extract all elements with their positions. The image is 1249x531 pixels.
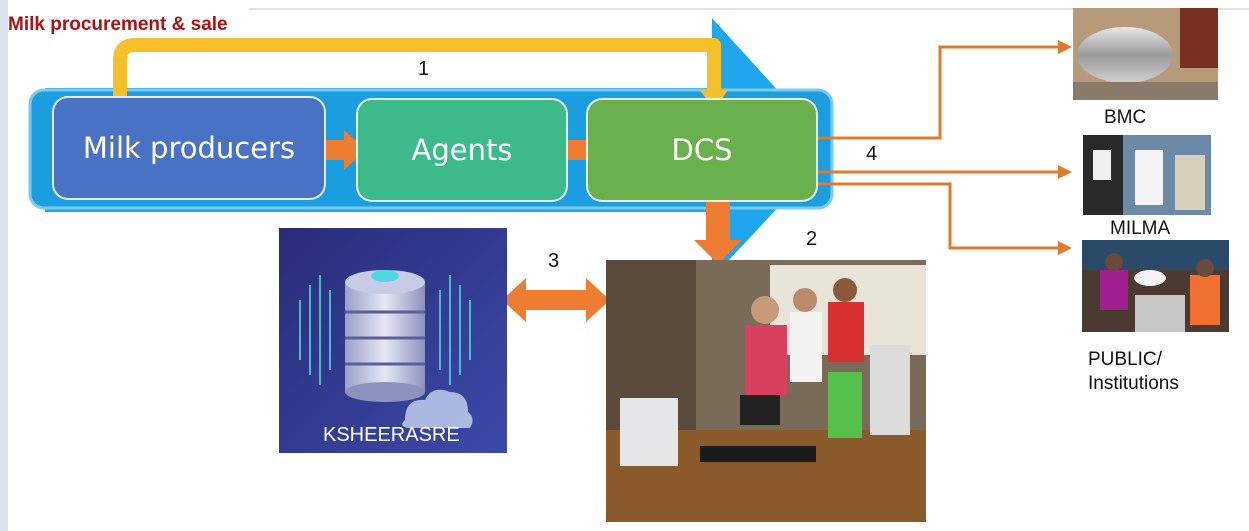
outlet-arrows <box>818 45 1060 250</box>
database-label: KSHEERASRE <box>323 424 460 446</box>
outlet-label-public-line2: Institutions <box>1088 373 1179 394</box>
dcs-box: DCS <box>586 98 818 202</box>
double-arrow-database-station <box>502 278 610 322</box>
public-photo <box>1082 240 1229 332</box>
dcs-station-photo <box>606 260 926 522</box>
agents-label: Agents <box>411 133 513 167</box>
arrow-head-bmc <box>1058 40 1072 54</box>
step-label-2: 2 <box>806 228 818 250</box>
step-label-3: 3 <box>548 250 560 272</box>
milma-photo <box>1083 135 1211 215</box>
arrow-head-milma <box>1058 165 1072 179</box>
milk-producers-box: Milk producers <box>52 96 326 200</box>
top-divider <box>250 8 1249 10</box>
outlet-label-milma: MILMA <box>1110 218 1171 239</box>
diagram-title: Milk procurement & sale <box>8 14 228 35</box>
left-edge-bar <box>0 0 8 531</box>
step-label-4: 4 <box>866 143 878 165</box>
agents-box: Agents <box>356 98 568 202</box>
dcs-label: DCS <box>671 133 733 167</box>
milk-producers-label: Milk producers <box>82 131 296 165</box>
arrow-head-public <box>1058 241 1072 255</box>
step-label-1: 1 <box>418 58 430 80</box>
top-bypass-arrow <box>113 38 721 98</box>
database-icon <box>299 270 473 428</box>
outlet-label-bmc: BMC <box>1104 107 1147 128</box>
outlet-label-public-line1: PUBLIC/ <box>1088 349 1162 370</box>
arrow-producers-agents <box>322 130 366 170</box>
bmc-photo <box>1073 8 1218 100</box>
